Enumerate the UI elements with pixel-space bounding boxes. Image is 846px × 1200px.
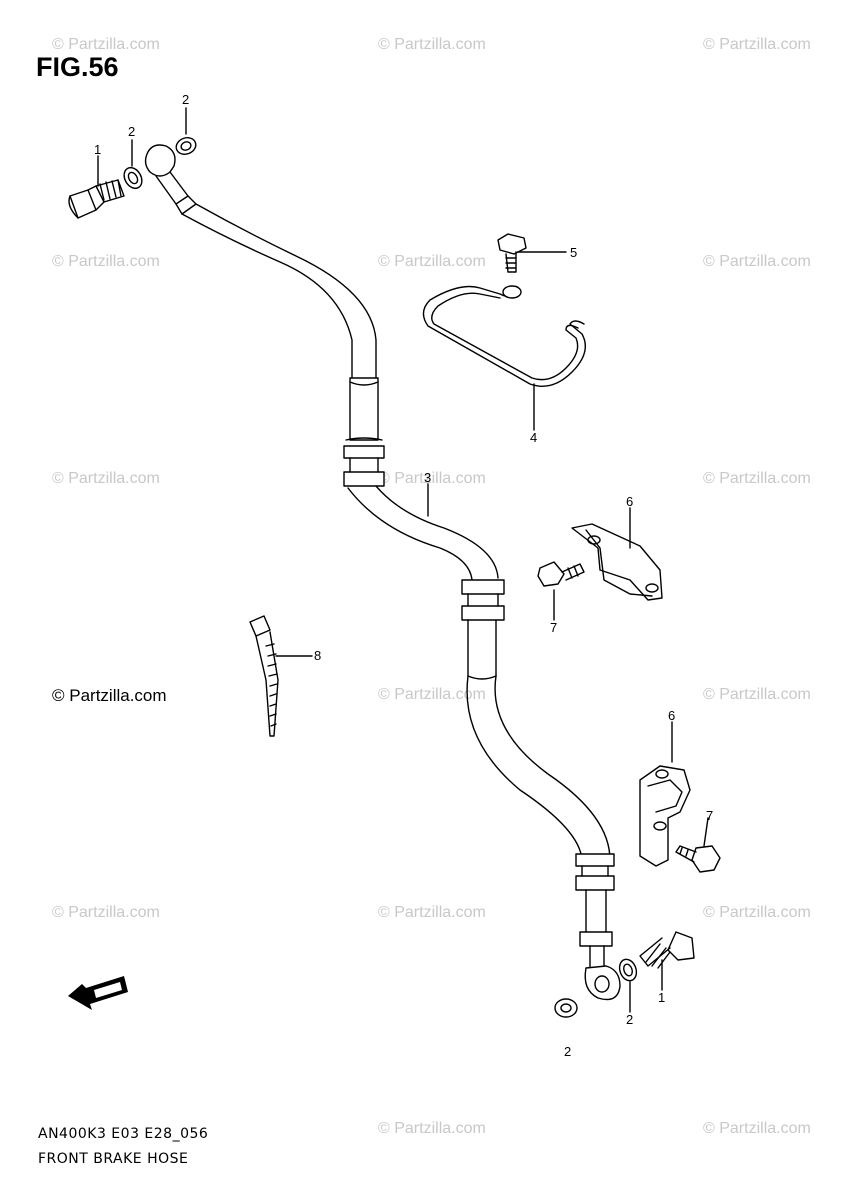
bolt-7-lower[interactable] xyxy=(675,845,721,873)
bolt-7-upper[interactable] xyxy=(537,561,585,587)
callout-8: 8 xyxy=(314,648,321,663)
callout-4: 4 xyxy=(530,430,537,445)
watermark: © Partzilla.com xyxy=(703,1120,811,1137)
watermark: © Partzilla.com xyxy=(378,470,486,487)
washer-bottom-left[interactable] xyxy=(554,998,578,1018)
watermark: © Partzilla.com xyxy=(52,470,160,487)
callout-3: 3 xyxy=(424,470,431,485)
brake-hose[interactable] xyxy=(144,144,621,1001)
callout-1-top: 1 xyxy=(94,142,101,157)
banjo-bolt-top[interactable] xyxy=(68,179,125,219)
watermark: © Partzilla.com xyxy=(378,1120,486,1137)
callout-2-top-right: 2 xyxy=(182,92,189,107)
watermark: © Partzilla.com xyxy=(378,253,486,270)
watermark: © Partzilla.com xyxy=(703,253,811,270)
figure-title: FIG.56 xyxy=(36,52,119,82)
hose-clamp-upper[interactable] xyxy=(571,523,663,601)
banjo-bolt-bottom[interactable] xyxy=(639,931,695,969)
watermark: © Partzilla.com xyxy=(378,904,486,921)
watermark: © Partzilla.com xyxy=(378,36,486,53)
diagram-code: AN400K3 E03 E28_056 xyxy=(38,1126,209,1142)
watermark: © Partzilla.com xyxy=(52,253,160,270)
callout-1-bottom: 1 xyxy=(658,990,665,1005)
watermark-prominent: © Partzilla.com xyxy=(52,686,167,705)
watermark: © Partzilla.com xyxy=(378,686,486,703)
clamp-wire[interactable] xyxy=(422,285,586,387)
bolt-5[interactable] xyxy=(497,233,527,273)
washer-top-right[interactable] xyxy=(174,135,198,157)
callout-2-bottom-left: 2 xyxy=(564,1044,571,1059)
washer-top-left[interactable] xyxy=(121,164,146,191)
callout-2-bottom-right: 2 xyxy=(626,1012,633,1027)
watermark: © Partzilla.com xyxy=(703,686,811,703)
watermark: © Partzilla.com xyxy=(703,470,811,487)
callout-5: 5 xyxy=(570,245,577,260)
cable-tie[interactable] xyxy=(249,615,279,737)
watermark: © Partzilla.com xyxy=(52,904,160,921)
callout-2-top-left: 2 xyxy=(128,124,135,139)
callout-7-lower: 7 xyxy=(706,808,713,823)
diagram-name: FRONT BRAKE HOSE xyxy=(38,1151,189,1167)
hose-clamp-lower[interactable] xyxy=(639,765,691,867)
callout-6-lower: 6 xyxy=(668,708,675,723)
fwd-arrow-icon xyxy=(68,976,128,1010)
callout-7-upper: 7 xyxy=(550,620,557,635)
washer-bottom-right[interactable] xyxy=(617,957,640,983)
watermark: © Partzilla.com xyxy=(703,36,811,53)
callout-6-upper: 6 xyxy=(626,494,633,509)
watermark: © Partzilla.com xyxy=(703,904,811,921)
watermark: © Partzilla.com xyxy=(52,36,160,53)
